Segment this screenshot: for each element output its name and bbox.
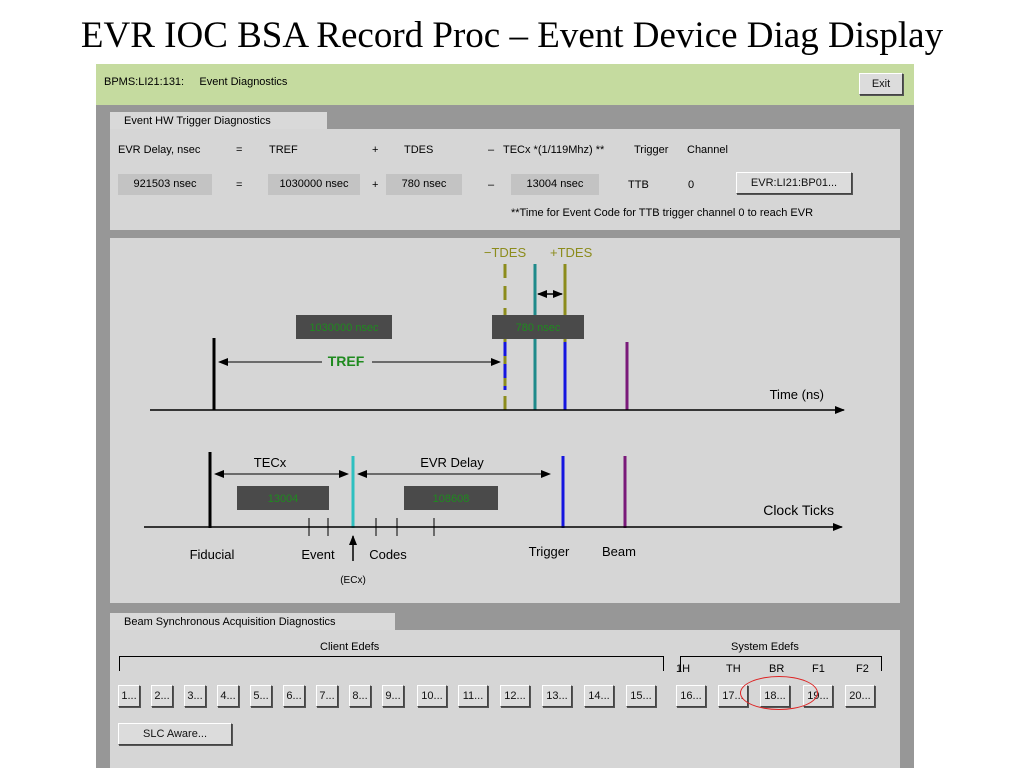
- client-edef-11-button[interactable]: 11...: [458, 685, 488, 707]
- label-equals: =: [236, 144, 243, 156]
- tdes-readout-box: [492, 315, 584, 339]
- trigger-label: Trigger: [529, 544, 570, 559]
- equals-sign: =: [236, 179, 243, 191]
- clock-ticks-label: Clock Ticks: [763, 502, 834, 518]
- client-edef-13-button[interactable]: 13...: [542, 685, 572, 707]
- label-channel: Channel: [687, 144, 728, 156]
- trigger-footnote: **Time for Event Code for TTB trigger ch…: [511, 207, 814, 219]
- client-edef-4-button[interactable]: 4...: [217, 685, 239, 707]
- minus-tdes-label: −TDES: [484, 245, 527, 260]
- client-edef-5-button[interactable]: 5...: [250, 685, 272, 707]
- plus-tdes-label: +TDES: [550, 245, 593, 260]
- tecx-value: 13004 nsec: [511, 174, 599, 195]
- tecx-label: TECx: [254, 455, 287, 470]
- tref-readout: 1030000 nsec: [309, 322, 379, 334]
- evr-delay-readout: 108608: [433, 493, 470, 505]
- time-axis-label: Time (ns): [770, 387, 824, 402]
- sys-label-f1: F1: [812, 663, 825, 675]
- trigger-value: TTB: [628, 179, 649, 191]
- system-edefs-label: System Edefs: [731, 641, 799, 653]
- label-plus: +: [372, 144, 379, 156]
- sys-label-1h: 1H: [676, 663, 691, 675]
- fiducial-label: Fiducial: [190, 547, 235, 562]
- highlight-circle: [740, 676, 818, 710]
- event-label: Event: [301, 547, 335, 562]
- client-edefs-label: Client Edefs: [320, 641, 380, 653]
- trigger-diagnostics-box: EVR Delay, nsec = TREF + TDES – TECx *(1…: [110, 129, 900, 230]
- timing-diagram: −TDES +TDES 1030000 nsec 780 nsec TREF T…: [110, 238, 900, 603]
- sys-label-br: BR: [769, 663, 785, 675]
- system-edef-16-button[interactable]: 16...: [676, 685, 706, 707]
- client-edefs-bracket: [119, 656, 664, 671]
- tref-value: 1030000 nsec: [268, 174, 360, 195]
- codes-label: Codes: [369, 547, 407, 562]
- tecx-readout-box: [237, 486, 329, 510]
- tdes-value: 780 nsec: [386, 174, 462, 195]
- slc-aware-button[interactable]: SLC Aware...: [118, 723, 232, 745]
- window-header: BPMS:LI21:131: Event Diagnostics Exit: [96, 64, 914, 105]
- minus-sign: –: [488, 179, 495, 191]
- label-minus: –: [488, 144, 495, 156]
- system-edef-20-button[interactable]: 20...: [845, 685, 875, 707]
- client-edef-3-button[interactable]: 3...: [184, 685, 206, 707]
- tref-readout-box: [296, 315, 392, 339]
- window-title: BPMS:LI21:131: Event Diagnostics: [104, 76, 288, 88]
- evr-delay-label: EVR Delay: [420, 455, 484, 470]
- client-edef-2-button[interactable]: 2...: [151, 685, 173, 707]
- channel-value: 0: [688, 179, 695, 191]
- evr-delay-value: 921503 nsec: [118, 174, 212, 195]
- ecx-label: (ECx): [340, 575, 366, 586]
- client-edef-12-button[interactable]: 12...: [500, 685, 530, 707]
- tecx-readout: 13004: [268, 493, 299, 505]
- tab-bsa-diagnostics[interactable]: Beam Synchronous Acquisition Diagnostics: [110, 613, 395, 630]
- label-trigger: Trigger: [634, 144, 669, 156]
- event-diagnostics-window: BPMS:LI21:131: Event Diagnostics Exit Ev…: [96, 64, 914, 768]
- tab-event-hw-trigger[interactable]: Event HW Trigger Diagnostics: [110, 112, 327, 129]
- exit-button[interactable]: Exit: [859, 73, 903, 95]
- label-tdes: TDES: [404, 144, 434, 156]
- evr-device-button[interactable]: EVR:LI21:BP01...: [736, 172, 852, 194]
- sys-label-th: TH: [726, 663, 741, 675]
- beam-label: Beam: [602, 544, 636, 559]
- slide-title: EVR IOC BSA Record Proc – Event Device D…: [80, 15, 944, 56]
- client-edef-10-button[interactable]: 10...: [417, 685, 447, 707]
- evr-delay-readout-box: [404, 486, 498, 510]
- label-evr-delay: EVR Delay, nsec: [118, 144, 201, 156]
- tdes-readout: 780 nsec: [516, 322, 561, 334]
- client-edef-6-button[interactable]: 6...: [283, 685, 305, 707]
- client-edef-7-button[interactable]: 7...: [316, 685, 338, 707]
- sys-label-f2: F2: [856, 663, 869, 675]
- client-edef-8-button[interactable]: 8...: [349, 685, 371, 707]
- client-edef-15-button[interactable]: 15...: [626, 685, 656, 707]
- client-edef-9-button[interactable]: 9...: [382, 685, 404, 707]
- system-edefs-bracket: [680, 656, 882, 671]
- client-edef-14-button[interactable]: 14...: [584, 685, 614, 707]
- tref-label: TREF: [328, 353, 365, 369]
- label-tref: TREF: [269, 144, 298, 156]
- plus-sign: +: [372, 179, 379, 191]
- client-edef-1-button[interactable]: 1...: [118, 685, 140, 707]
- label-tecx: TECx *(1/119Mhz) **: [503, 144, 605, 156]
